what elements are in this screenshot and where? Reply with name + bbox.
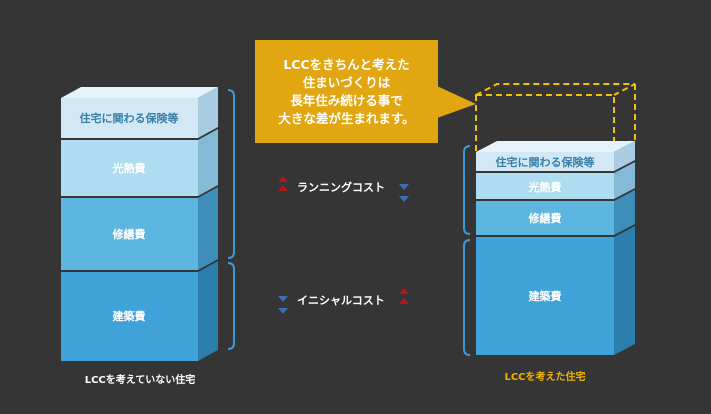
running-cost-label: ランニングコスト xyxy=(297,180,385,194)
left-running-bracket xyxy=(227,89,235,259)
left-repair-side xyxy=(198,187,218,270)
right-utilities-label: 光熱費 xyxy=(528,180,562,194)
right-insurance-front xyxy=(476,152,614,171)
initial-down-arrow-1 xyxy=(278,296,288,302)
left-insurance-label: 住宅に関わる保険等 xyxy=(80,111,179,125)
initial-cost-row: イニシャルコスト xyxy=(278,288,409,314)
ghost-box xyxy=(475,83,636,151)
running-up-arrow-1 xyxy=(278,176,288,182)
right-insurance-top xyxy=(476,141,635,152)
left-insurance-top xyxy=(61,87,218,98)
right-running-bracket xyxy=(463,145,471,235)
left-repair-front xyxy=(61,198,198,270)
left-utilities-side xyxy=(198,129,218,196)
initial-up-arrow-1 xyxy=(399,288,409,294)
left-stack: 住宅に関わる保険等 光熱費 修繕費 建築費 xyxy=(61,87,218,361)
callout-pointer xyxy=(437,86,476,118)
callout-line-1: LCCをきちんと考えた xyxy=(283,56,410,72)
right-insurance-side xyxy=(614,141,635,171)
right-stack: 住宅に関わる保険等 光熱費 修繕費 建築費 xyxy=(476,141,635,355)
right-caption: LCCを考えた住宅 xyxy=(504,370,585,383)
left-utilities-label: 光熱費 xyxy=(112,161,146,175)
initial-down-arrow-2 xyxy=(278,308,288,314)
left-initial-bracket xyxy=(227,262,235,350)
right-construction-label: 建築費 xyxy=(529,289,562,303)
left-repair-label: 修繕費 xyxy=(112,227,146,241)
left-construction-label: 建築費 xyxy=(113,309,146,323)
running-down-arrow-1 xyxy=(399,184,409,190)
right-initial-bracket xyxy=(463,239,471,356)
right-construction-side xyxy=(614,226,635,355)
running-up-arrow-2 xyxy=(278,185,288,191)
left-utilities-front xyxy=(61,140,198,196)
right-utilities-front xyxy=(476,173,614,199)
callout-box: LCCをきちんと考えた 住まいづくりは 長年住み続ける事で 大きな差が生まれます… xyxy=(255,40,438,143)
left-insurance-front xyxy=(61,98,198,138)
callout-line-4: 大きな差が生まれます。 xyxy=(278,110,415,126)
running-down-arrow-2 xyxy=(399,196,409,202)
right-insurance-label: 住宅に関わる保険等 xyxy=(496,155,595,169)
right-repair-label: 修繕費 xyxy=(528,211,562,225)
callout-line-3: 長年住み続ける事で xyxy=(290,92,403,108)
initial-up-arrow-2 xyxy=(399,298,409,304)
right-repair-front xyxy=(476,201,614,235)
initial-cost-label: イニシャルコスト xyxy=(297,294,385,307)
ghost-box-top xyxy=(475,83,636,96)
right-construction-front xyxy=(476,237,614,355)
right-utilities-side xyxy=(614,162,635,199)
left-construction-side xyxy=(198,261,218,361)
left-construction-front xyxy=(61,272,198,361)
running-cost-row: ランニングコスト xyxy=(278,176,409,202)
left-insurance-side xyxy=(198,87,218,138)
left-caption: LCCを考えていない住宅 xyxy=(85,373,196,386)
callout-line-2: 住まいづくりは xyxy=(302,74,391,90)
right-repair-side xyxy=(614,190,635,235)
